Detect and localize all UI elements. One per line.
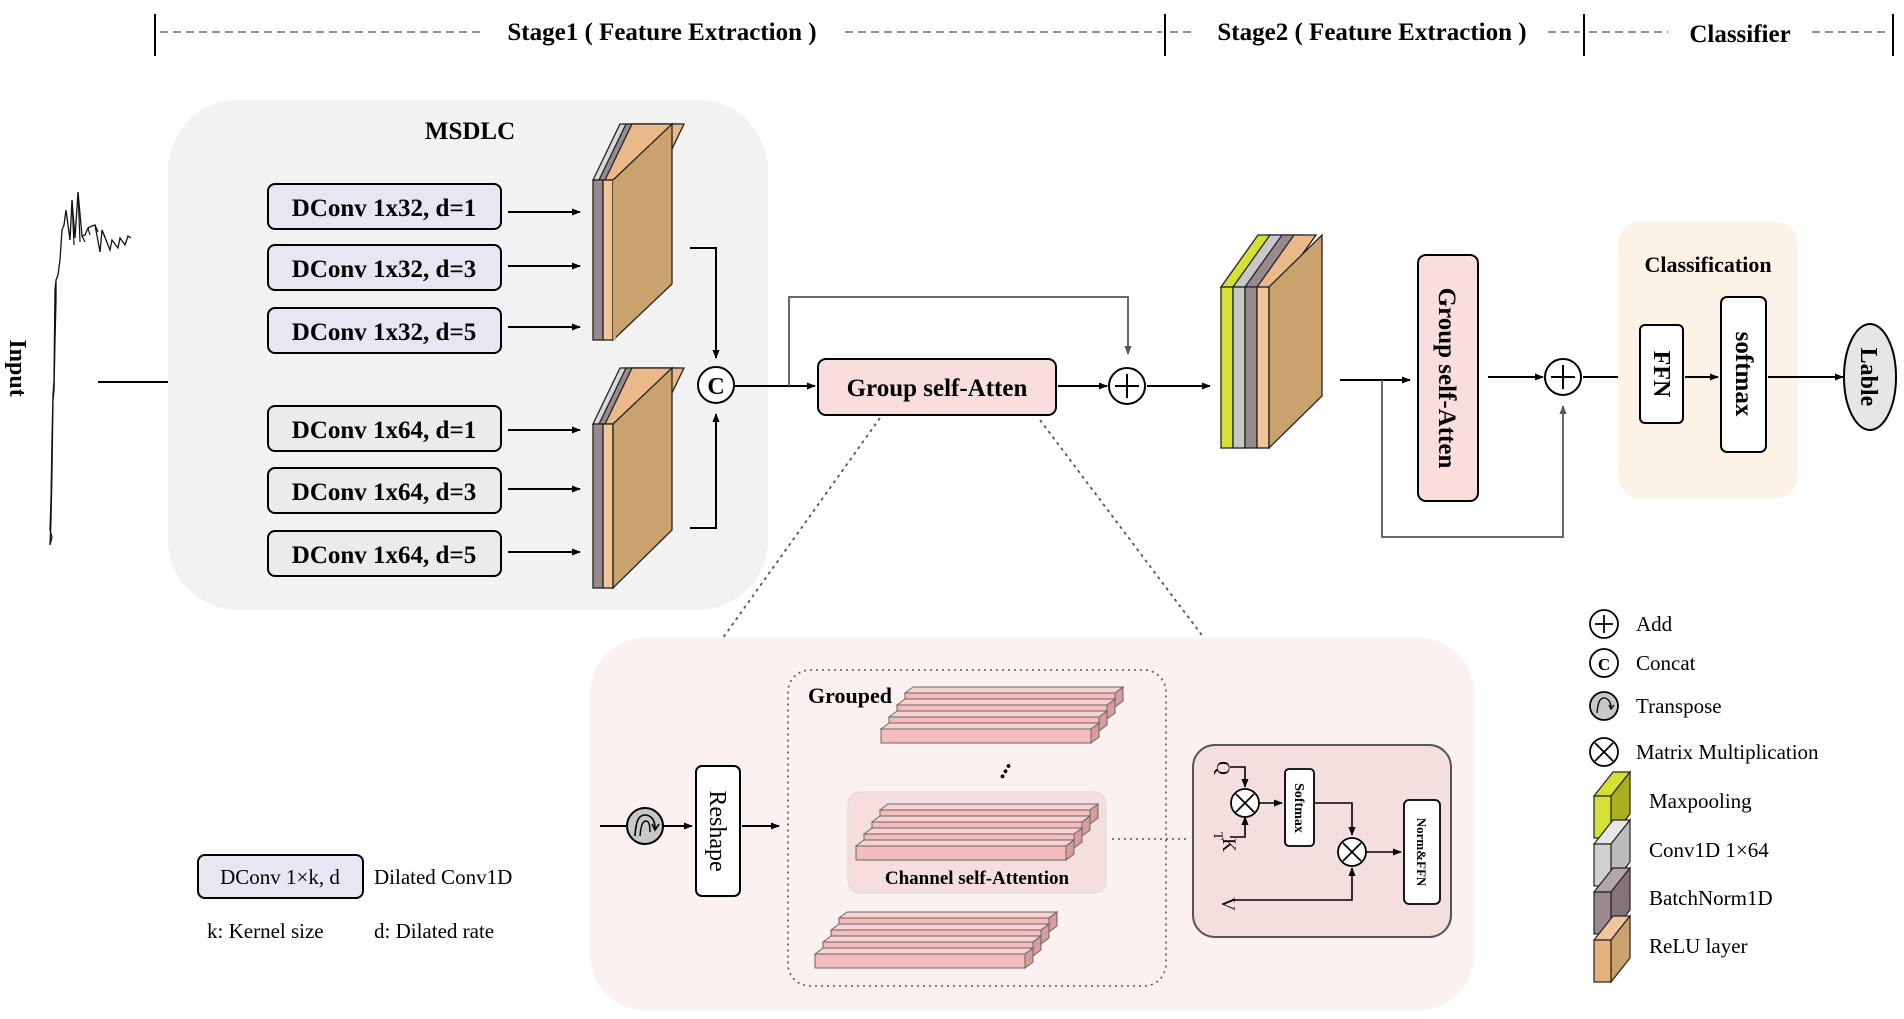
classifier-label: Classifier [1689,21,1790,48]
svg-text:DConv 1x32, d=3: DConv 1x32, d=3 [292,256,476,283]
k-desc: k: Kernel size [207,919,324,943]
grouped-panel [787,669,1167,987]
output-label: Lable [1843,323,1897,431]
matmul-node-2 [1337,837,1367,867]
svg-text:DConv 1x32, d=1: DConv 1x32, d=1 [292,195,476,222]
d-desc: d: Dilated rate [374,919,494,943]
norm-ffn-box: Norm&FFN [1403,799,1441,905]
svg-text:Transpose: Transpose [1636,694,1722,718]
dconv-1x64-d3: DConv 1x64, d=3 [267,467,502,514]
transpose-icon [626,807,664,845]
svg-text:Group self-Atten: Group self-Atten [847,375,1028,402]
svg-text:Concat: Concat [1636,651,1696,675]
dconv-key-desc: Dilated Conv1D [374,865,512,889]
stage1-label: Stage1 ( Feature Extraction ) [507,19,816,46]
grouped-bar [855,845,1067,861]
dconv-key: DConv 1×k, d Dilated Conv1D k: Kernel si… [197,854,512,943]
concat-node: C [697,366,735,404]
svg-text:Lable: Lable [1855,348,1881,407]
softmax-small-box: Softmax [1284,768,1315,847]
attention-detail-box: Q K T V Softmax [1192,744,1452,938]
classification-panel: Classification FFN softmax [1618,222,1798,498]
grouped-bar [880,728,1092,744]
residual-arrow-1 [788,296,1132,386]
bar-stack-middle [854,803,1100,861]
msdlc-title: MSDLC [425,118,515,145]
input-label: Input [4,339,30,396]
k-label: K [1218,838,1239,852]
legend-add: Add [1589,609,1673,639]
residual-arrow-2 [1381,380,1567,538]
svg-text:Maxpooling: Maxpooling [1649,789,1752,813]
dconv-1x64-d5: DConv 1x64, d=5 [267,530,502,577]
feature-block-bottom [591,366,686,590]
legend-maxpool: Maxpooling [1592,770,1752,840]
q-label: Q [1212,761,1233,775]
dconv-1x32-d3: DConv 1x32, d=3 [267,244,502,291]
svg-text:DConv 1x64, d=5: DConv 1x64, d=5 [292,542,476,569]
legend-relu: ReLU layer [1592,914,1748,984]
detail-panel: Reshape Grouped ... Channel self-Attenti… [590,638,1474,1010]
ffn-box: FFN [1639,324,1684,424]
svg-text:softmax: softmax [1730,332,1757,417]
svg-text:Add: Add [1636,612,1673,636]
input-signal: Input [4,191,132,546]
grouped-bar [814,953,1026,969]
svg-text:ReLU layer: ReLU layer [1649,934,1748,958]
block-to-concat-arrows [690,247,720,529]
grouped-label: Grouped [808,683,892,708]
svg-text:Conv1D 1×64: Conv1D 1×64 [1649,838,1769,862]
dconv-key-box-label: DConv 1×k, d [220,865,340,889]
legend: Add C Concat Transpose Matrix Multiplica… [1589,609,1819,984]
group-self-atten-1: Group self-Atten [817,358,1057,416]
k-superscript: T [1211,832,1226,840]
bar-stack-bottom [813,911,1059,969]
reshape-box: Reshape [695,765,741,897]
bar-stack-top [879,686,1125,744]
add-node-1 [1108,367,1146,405]
svg-text:Norm&FFN: Norm&FFN [1414,818,1429,887]
group-self-atten-2: Group self-Atten [1417,254,1479,502]
svg-text:DConv 1x32, d=5: DConv 1x32, d=5 [292,319,476,346]
dconv-1x32-d1: DConv 1x32, d=1 [267,183,502,230]
stage2-feature-block [1219,233,1323,450]
channel-sa-label: Channel self-Attention [885,868,1070,889]
legend-matmul: Matrix Multiplication [1589,737,1819,767]
svg-text:BatchNorm1D: BatchNorm1D [1649,886,1773,910]
svg-text:C: C [707,374,724,400]
conv-to-block-arrows [508,208,581,556]
stage2-label: Stage2 ( Feature Extraction ) [1217,19,1526,46]
svg-text:DConv 1x64, d=1: DConv 1x64, d=1 [292,417,476,444]
legend-concat: C Concat [1589,648,1696,678]
classification-title: Classification [1644,252,1771,277]
svg-text:DConv 1x64, d=3: DConv 1x64, d=3 [292,479,476,506]
svg-text:Group self-Atten: Group self-Atten [1433,288,1460,469]
softmax-box: softmax [1720,296,1767,453]
matmul-node-1 [1230,788,1260,818]
svg-text:C: C [1598,655,1610,674]
header: Stage1 ( Feature Extraction ) Stage2 ( F… [154,14,1894,56]
feature-block-top [591,122,686,342]
add-node-2 [1544,358,1582,396]
svg-text:Reshape: Reshape [704,790,730,871]
dconv-1x32-d5: DConv 1x32, d=5 [267,307,502,354]
svg-text:Softmax: Softmax [1291,783,1306,833]
dconv-1x64-d1: DConv 1x64, d=1 [267,405,502,452]
msdlc-panel: MSDLC DConv 1x32, d=1 DConv 1x32, d=3 DC… [168,100,768,610]
svg-text:Matrix Multiplication: Matrix Multiplication [1636,740,1819,764]
svg-text:FFN: FFN [1648,351,1674,398]
zoom-line-right [1039,419,1208,643]
legend-transpose: Transpose [1589,691,1722,721]
